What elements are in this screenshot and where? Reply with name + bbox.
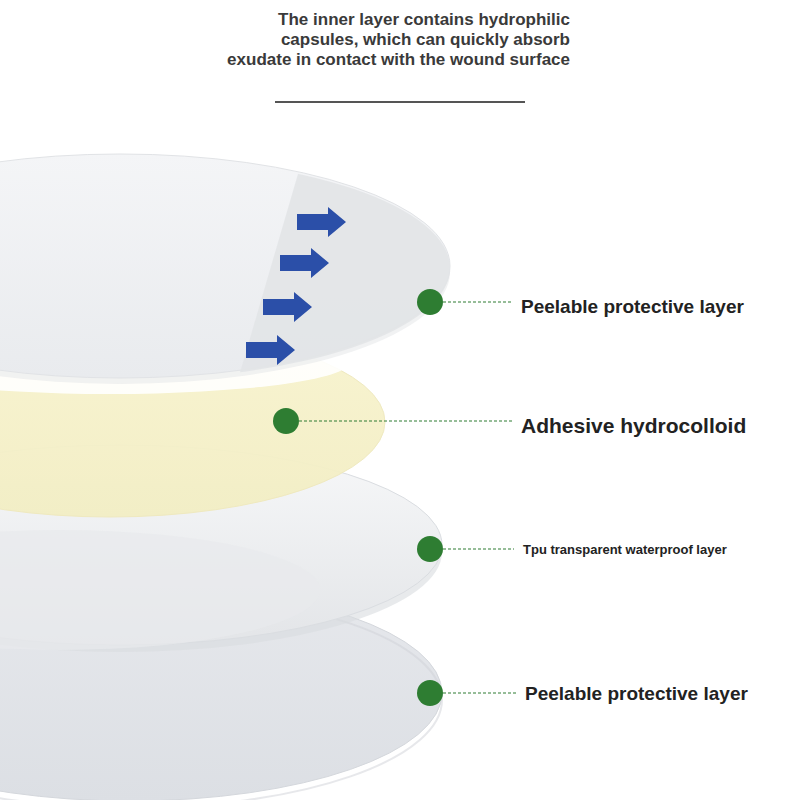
leader-lines <box>299 302 516 693</box>
layer-label: Peelable protective layer <box>521 296 744 318</box>
top-note: The inner layer contains hydrophilic cap… <box>225 10 570 70</box>
callout-dots <box>273 289 443 706</box>
peel-wedge <box>232 150 480 400</box>
tpu-shading <box>0 530 320 650</box>
peel-arrows <box>246 207 346 365</box>
layer-label: Adhesive hydrocolloid <box>521 414 746 438</box>
layer-label: Peelable protective layer <box>525 683 748 705</box>
layer-label: Tpu transparent waterproof layer <box>523 542 727 557</box>
divider-line <box>275 101 525 103</box>
